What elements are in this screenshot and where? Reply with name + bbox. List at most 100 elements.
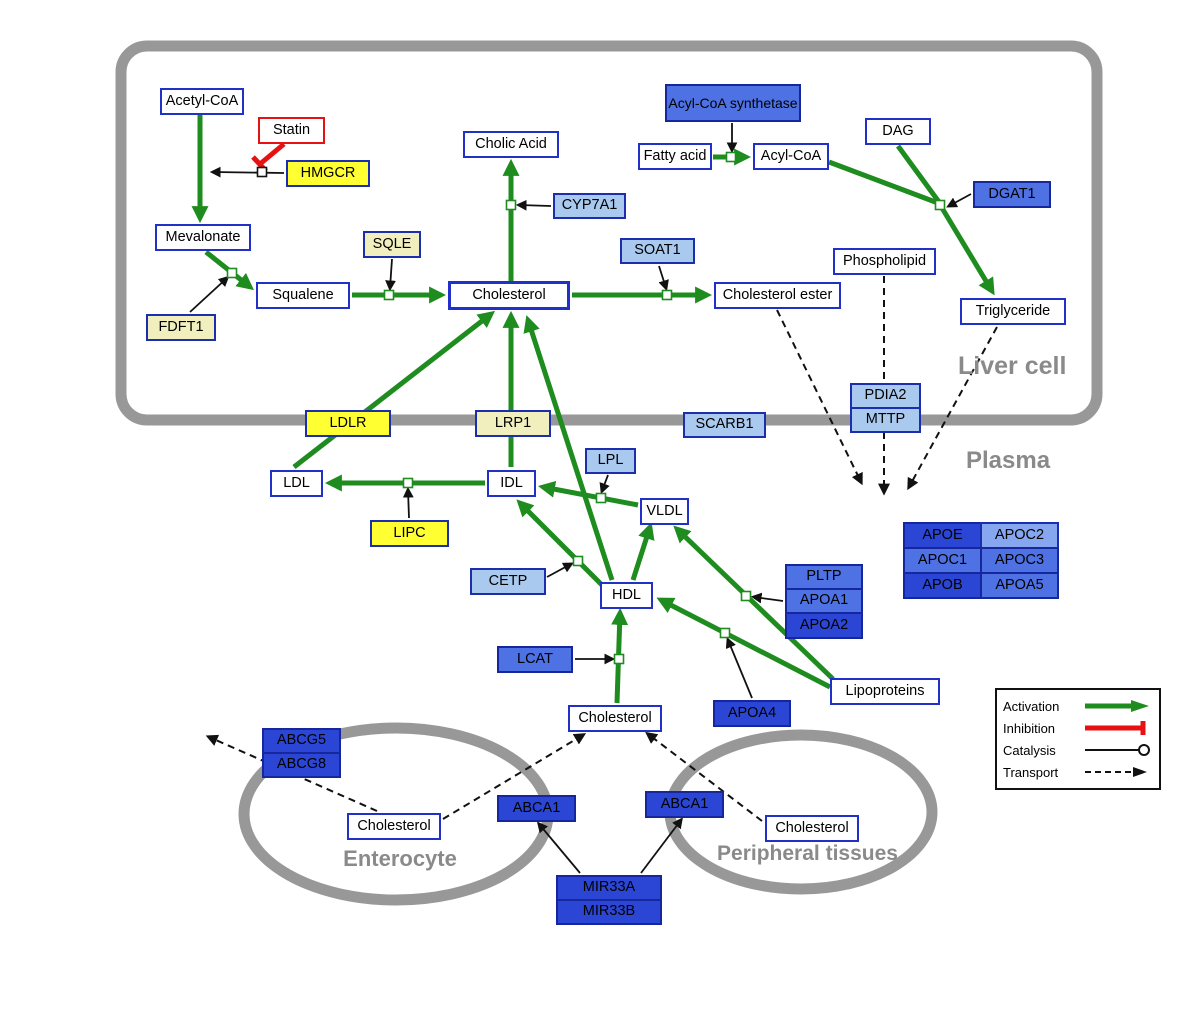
legend-row-inhibition: Inhibition [1003, 717, 1153, 739]
anchor-cetp [572, 555, 584, 567]
node-cholesterol-ester[interactable]: Cholesterol ester [714, 282, 841, 309]
node-acyl-coa[interactable]: Acyl-CoA [753, 143, 829, 170]
anchor-hmgcr [256, 166, 268, 178]
node-triglyceride[interactable]: Triglyceride [960, 298, 1066, 325]
legend-row-catalysis: Catalysis [1003, 739, 1153, 761]
node-cholesterol-plasma[interactable]: Cholesterol [568, 705, 662, 732]
catalysis-circle-icon [1085, 744, 1150, 756]
activation-arrow-icon [1085, 700, 1149, 712]
node-apoe[interactable]: APOE [903, 522, 982, 549]
node-sqle[interactable]: SQLE [363, 231, 421, 258]
edge-apoa4-catalysis [725, 637, 753, 699]
anchor-lcat [613, 653, 625, 665]
node-scarb1[interactable]: SCARB1 [683, 412, 766, 438]
node-apoa4[interactable]: APOA4 [713, 700, 791, 727]
edge-cholesterolester-plasma [776, 309, 863, 486]
node-lipoproteins[interactable]: Lipoproteins [830, 678, 940, 705]
node-pltp[interactable]: PLTP [785, 564, 863, 590]
legend-row-transport: Transport [1003, 761, 1153, 783]
node-idl[interactable]: IDL [487, 470, 536, 497]
edge-dgat1-catalysis [946, 193, 972, 208]
liver-cell-membrane [115, 40, 1103, 426]
edge-vldl-idl [537, 480, 639, 508]
node-cholesterol-liver[interactable]: Cholesterol [448, 281, 570, 310]
node-vldl[interactable]: VLDL [640, 498, 689, 525]
activation-edges [191, 115, 995, 704]
anchor-soat1 [661, 289, 673, 301]
anchor-sqle [383, 289, 395, 301]
node-apoa2[interactable]: APOA2 [785, 612, 863, 639]
node-abcg8[interactable]: ABCG8 [262, 752, 341, 778]
node-statin[interactable]: Statin [258, 117, 325, 144]
node-soat1[interactable]: SOAT1 [620, 238, 695, 264]
edge-hmgcr-catalysis [209, 166, 285, 178]
node-hmgcr[interactable]: HMGCR [286, 160, 370, 187]
node-phospholipid[interactable]: Phospholipid [833, 248, 936, 275]
edge-sqle-catalysis [385, 258, 396, 292]
edge-fdft1-catalysis [189, 275, 230, 313]
edge-cyp7a1-catalysis [515, 199, 552, 211]
node-apoc1[interactable]: APOC1 [903, 547, 982, 574]
node-mevalonate[interactable]: Mevalonate [155, 224, 251, 251]
node-cholesterol-enterocyte[interactable]: Cholesterol [347, 813, 441, 840]
edge-hdl-cholesterol [523, 315, 615, 581]
anchor-apoa4 [719, 627, 731, 639]
inhibition-tee-icon [1085, 721, 1146, 735]
node-mttp[interactable]: MTTP [850, 407, 921, 433]
edge-hdl-idl-via-cetp [516, 499, 604, 587]
anchor-dgat1 [934, 199, 946, 211]
edge-junction-triglyceride [939, 206, 995, 296]
edge-acylcoa-junction [828, 159, 939, 206]
legend-row-activation: Activation [1003, 695, 1153, 717]
node-lipc[interactable]: LIPC [370, 520, 449, 547]
node-ldl[interactable]: LDL [270, 470, 323, 497]
node-lpl[interactable]: LPL [585, 448, 636, 474]
edge-lipoproteins-vldl [673, 525, 835, 681]
anchor-acylcoasynthetase [725, 151, 737, 163]
edge-hdl-vldl [630, 522, 655, 581]
edge-mir33-abca1-left [536, 821, 581, 874]
edge-cetp-catalysis [546, 562, 574, 578]
node-cyp7a1[interactable]: CYP7A1 [553, 193, 626, 219]
node-fatty-acid[interactable]: Fatty acid [638, 143, 712, 170]
node-abca1-peripheral[interactable]: ABCA1 [645, 791, 724, 818]
node-cetp[interactable]: CETP [470, 568, 546, 595]
node-abcg5[interactable]: ABCG5 [262, 728, 341, 754]
node-abca1-enterocyte[interactable]: ABCA1 [497, 795, 576, 822]
node-apoa1[interactable]: APOA1 [785, 588, 863, 614]
edge-triglyceride-plasma [907, 326, 998, 491]
node-dgat1[interactable]: DGAT1 [973, 181, 1051, 208]
node-cholic-acid[interactable]: Cholic Acid [463, 131, 559, 158]
anchor-cyp7a1 [505, 199, 517, 211]
node-pdia2[interactable]: PDIA2 [850, 383, 921, 409]
edge-ldl-cholesterol-via-ldlr [292, 310, 496, 469]
node-apoc2[interactable]: APOC2 [980, 522, 1059, 549]
anchor-squares [226, 151, 946, 665]
edge-enterocyte-cholesterol-via-abca1 [442, 733, 587, 820]
node-apob[interactable]: APOB [903, 572, 982, 599]
node-lcat[interactable]: LCAT [497, 646, 573, 673]
node-acetyl-coa[interactable]: Acetyl-CoA [160, 88, 244, 115]
node-apoc3[interactable]: APOC3 [980, 547, 1059, 574]
node-squalene[interactable]: Squalene [256, 282, 350, 309]
node-ldlr[interactable]: LDLR [305, 410, 391, 437]
node-dag[interactable]: DAG [865, 118, 931, 145]
node-apoa5[interactable]: APOA5 [980, 572, 1059, 599]
edge-lipc-catalysis [402, 486, 414, 519]
node-hdl[interactable]: HDL [600, 582, 653, 609]
node-cholesterol-peripheral[interactable]: Cholesterol [765, 815, 859, 842]
anchor-lpl [595, 492, 607, 504]
node-acyl-coa-synthetase[interactable]: Acyl-CoA synthetase [665, 84, 801, 122]
enterocyte-label: Enterocyte [343, 846, 457, 871]
edge-lipoproteins-hdl [656, 597, 832, 690]
node-mir33b[interactable]: MIR33B [556, 899, 662, 925]
node-lrp1[interactable]: LRP1 [475, 410, 551, 437]
anchor-fdft1 [226, 267, 238, 279]
node-fdft1[interactable]: FDFT1 [146, 314, 216, 341]
edge-statin-inhibits-hmgcr [258, 142, 286, 166]
node-mir33a[interactable]: MIR33A [556, 875, 662, 901]
legend-inhibition-label: Inhibition [1003, 720, 1056, 736]
anchor-apoa1 [740, 590, 752, 602]
